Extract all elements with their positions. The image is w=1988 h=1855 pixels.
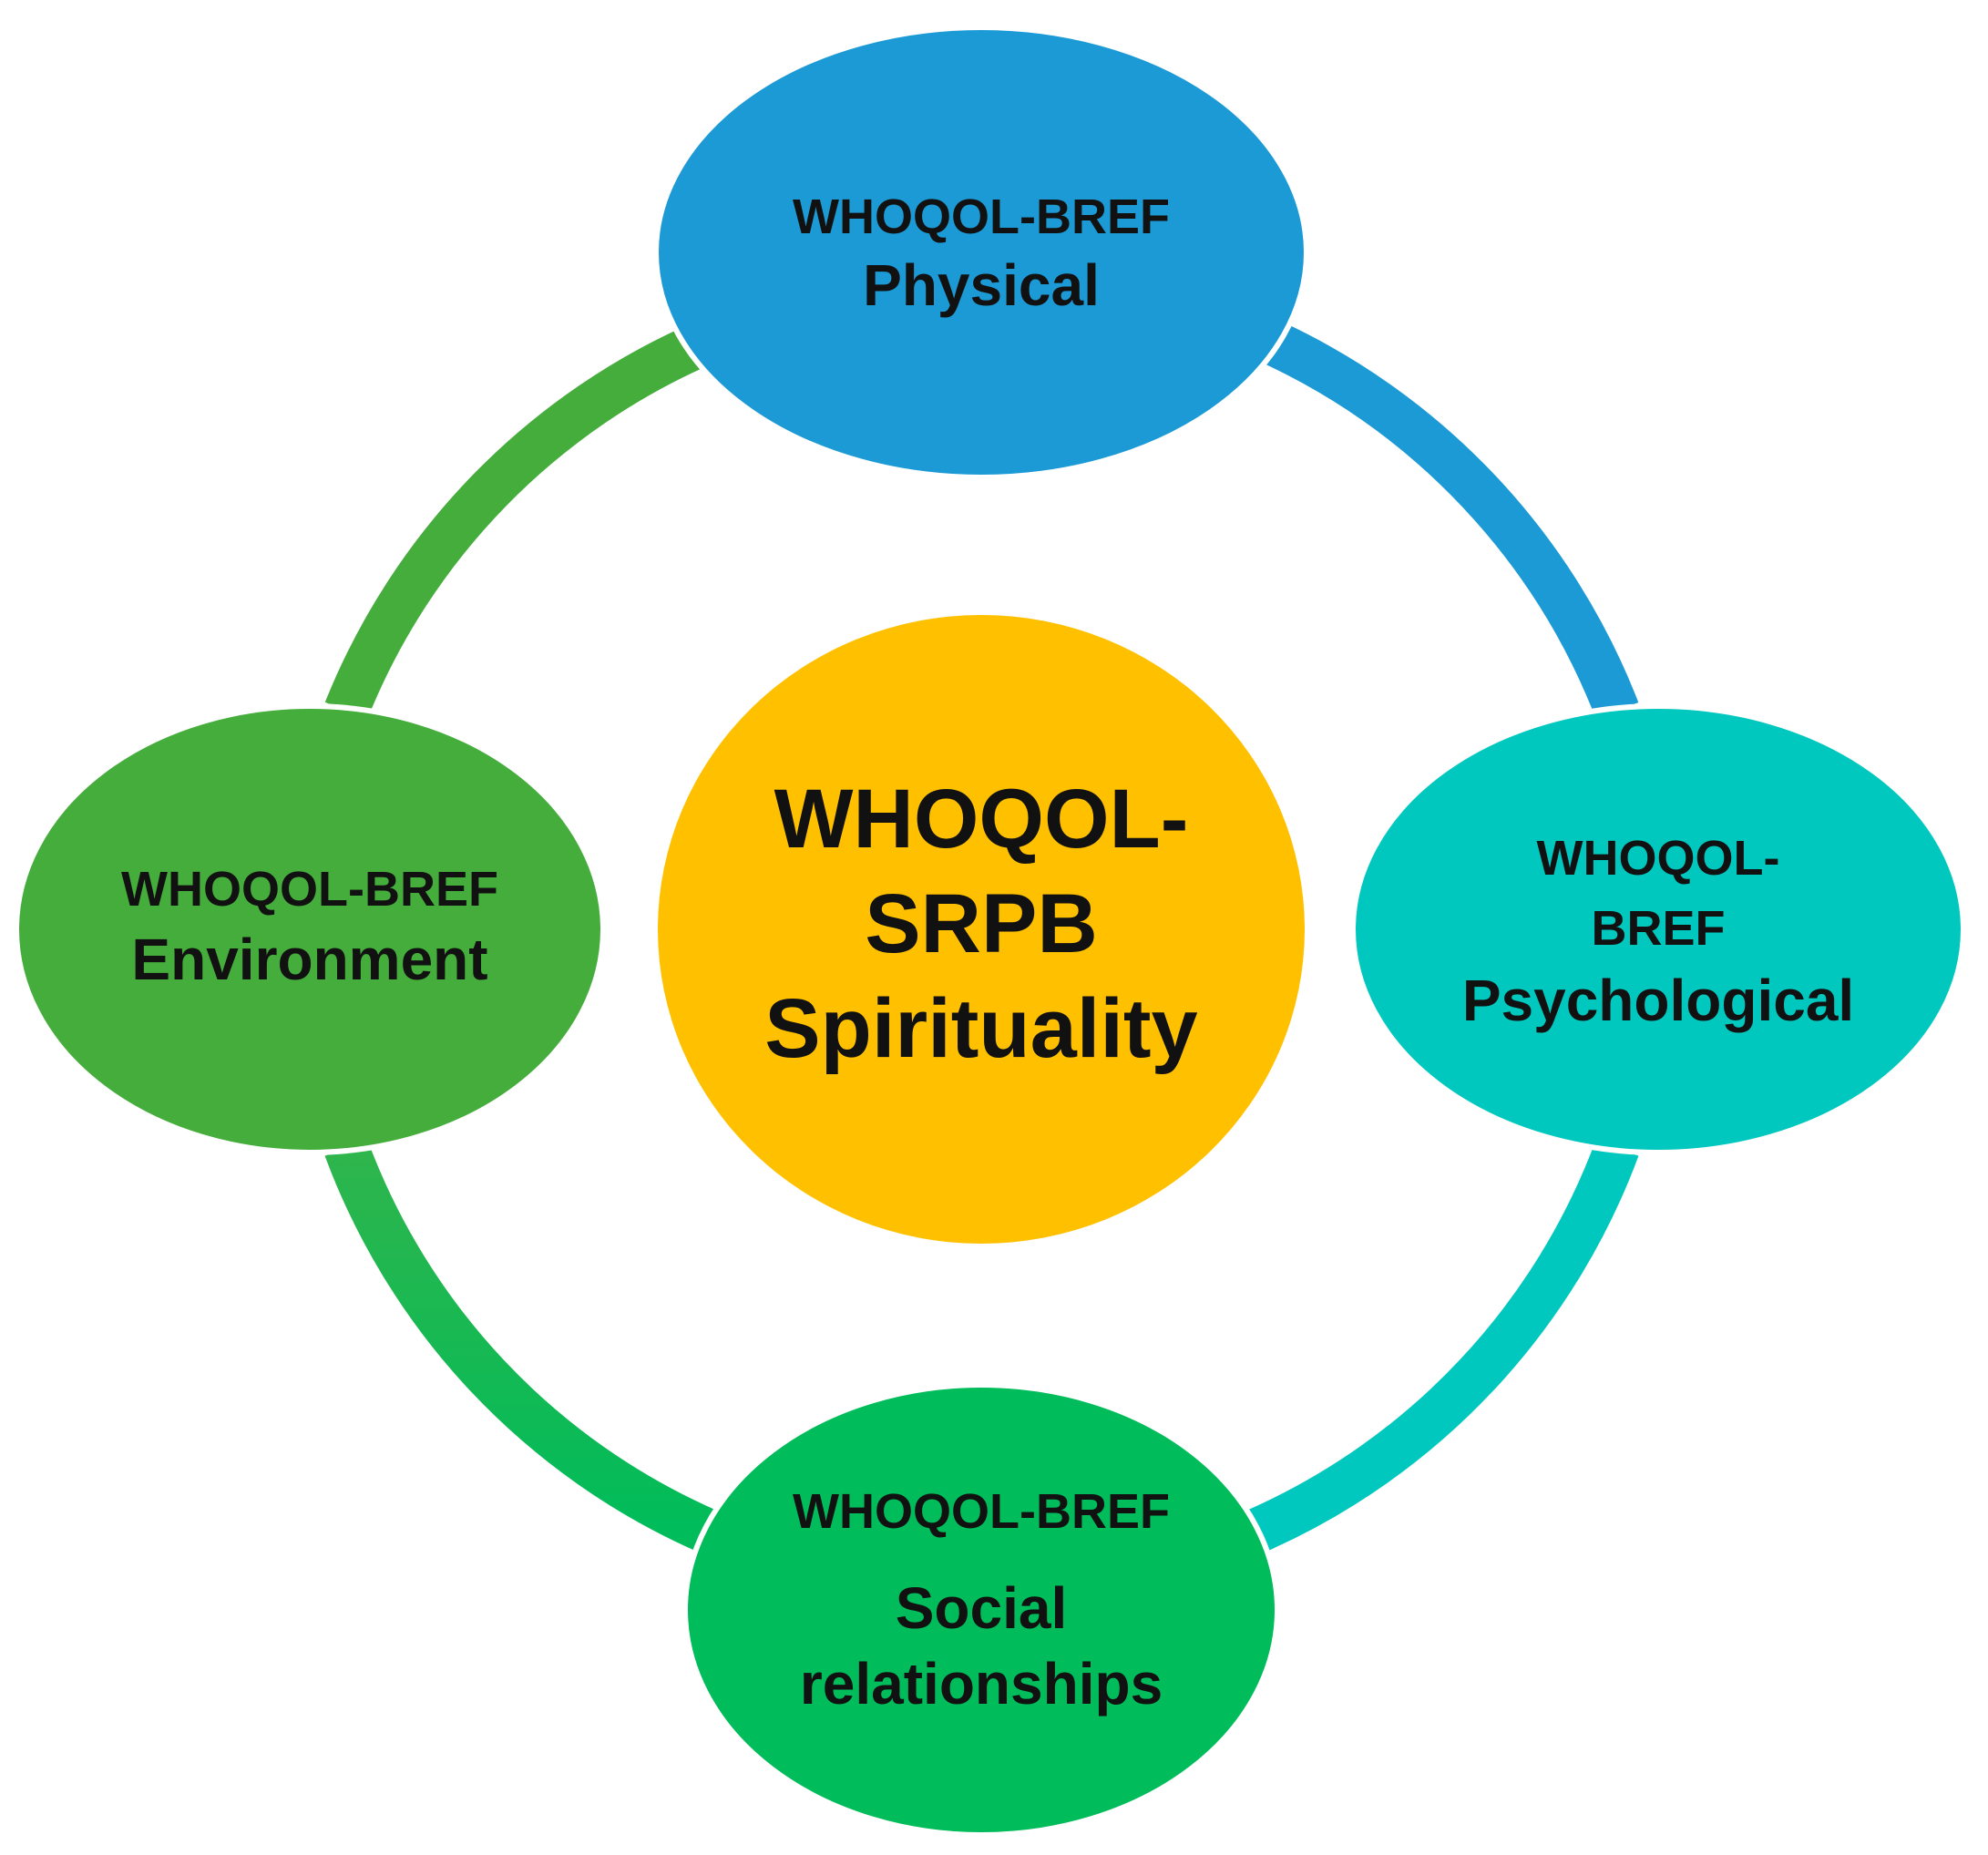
ring-arc-physical-psychological	[1261, 321, 1639, 720]
psychological-label-line2: BREF	[1592, 901, 1726, 956]
social-label-line1: WHOQOL-BREF	[793, 1484, 1170, 1539]
physical-label-line2: Physical	[863, 252, 1100, 318]
node-psychological: WHOQOL- BREF Psychological	[1350, 703, 1966, 1155]
ring-arc-social-environment	[324, 1140, 716, 1552]
environment-label-line2: Environment	[131, 927, 487, 992]
spirituality-label-line2: SRPB	[865, 877, 1098, 970]
environment-label-line1: WHOQOL-BREF	[121, 862, 498, 917]
connecting-ring	[324, 321, 1639, 1552]
environment-ellipse	[14, 703, 606, 1155]
spirituality-circle	[658, 615, 1305, 1244]
psychological-label-line1: WHOQOL-	[1537, 831, 1780, 886]
ring-arc-psychological-social	[1247, 1140, 1639, 1552]
node-spirituality-center: WHOQOL- SRPB Spirituality	[658, 615, 1305, 1244]
psychological-label-line3: Psychological	[1462, 968, 1854, 1033]
node-social-relationships: WHOQOL-BREF Social relationships	[682, 1382, 1280, 1838]
social-label-line3: relationships	[800, 1651, 1163, 1717]
physical-ellipse	[653, 25, 1309, 480]
ring-arc-environment-physical	[324, 321, 715, 720]
node-physical: WHOQOL-BREF Physical	[653, 25, 1309, 480]
social-ellipse	[682, 1382, 1280, 1838]
physical-label-line1: WHOQOL-BREF	[793, 190, 1170, 244]
spirituality-label-line3: Spirituality	[764, 982, 1197, 1075]
psychological-ellipse	[1350, 703, 1966, 1155]
social-label-line2: Social	[896, 1575, 1068, 1641]
spirituality-label-line1: WHOQOL-	[774, 773, 1189, 866]
node-environment: WHOQOL-BREF Environment	[14, 703, 606, 1155]
